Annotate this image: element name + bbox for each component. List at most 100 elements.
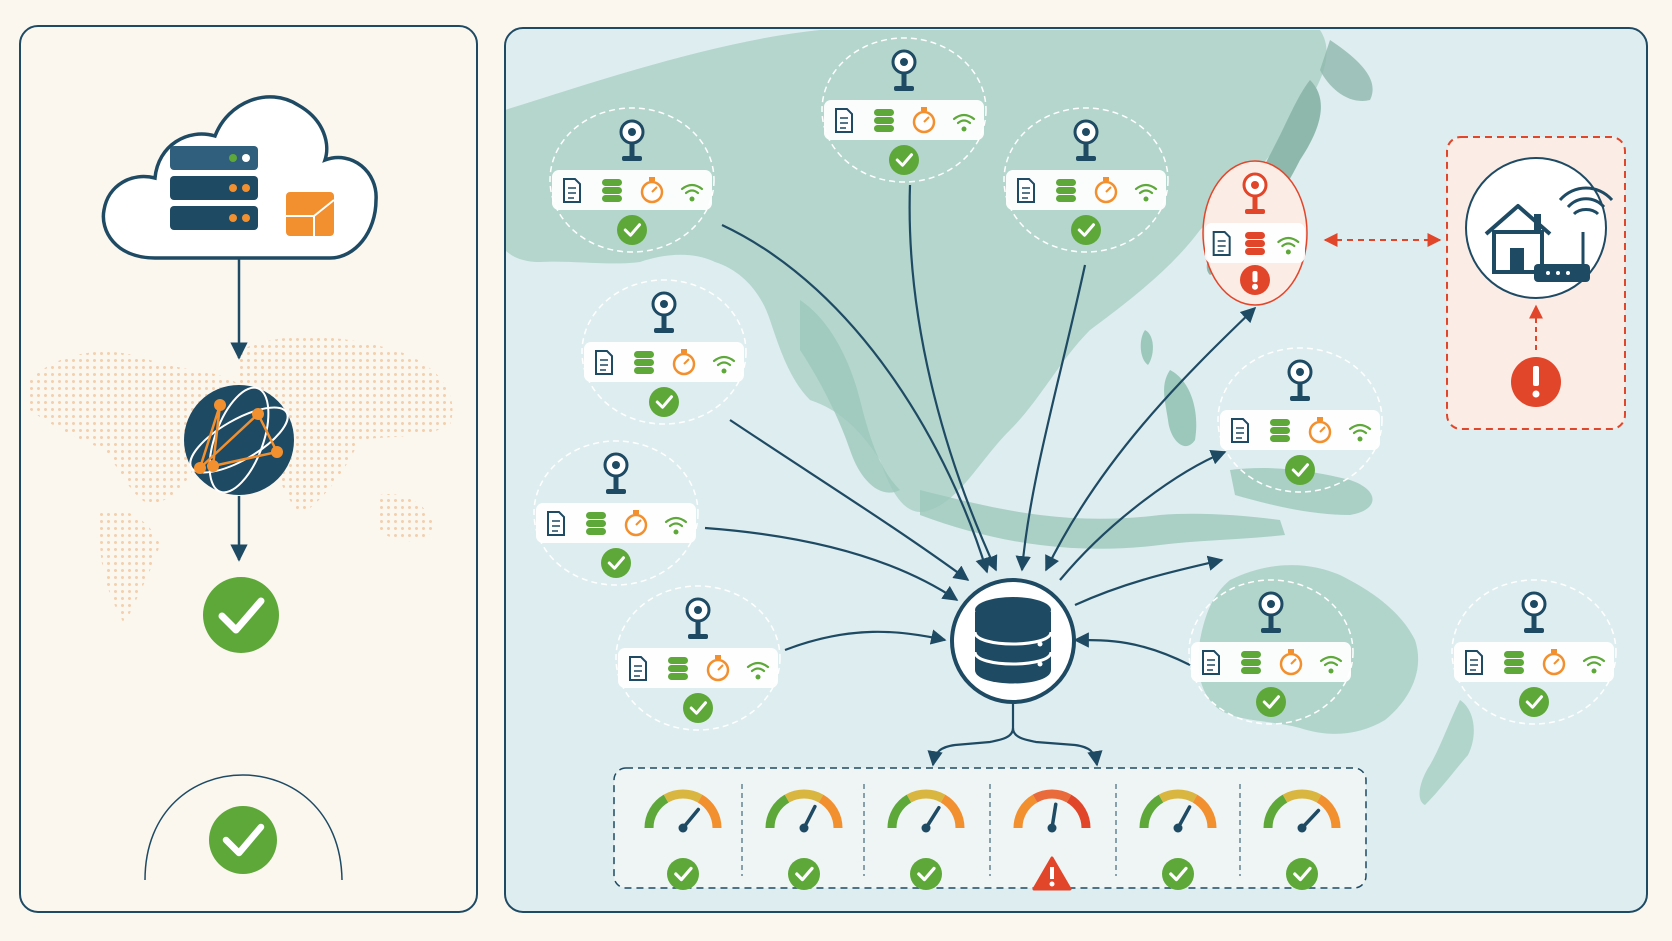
stopwatch-icon	[912, 107, 936, 134]
check-badge-icon	[209, 806, 277, 874]
probe-node[interactable]	[533, 440, 699, 586]
database-icon	[874, 109, 894, 132]
sensor-mast-icon	[685, 597, 711, 639]
probe-node[interactable]	[1188, 579, 1354, 725]
document-icon	[629, 656, 647, 681]
document-icon	[1017, 178, 1035, 203]
document-icon	[1465, 650, 1483, 675]
document-icon	[1231, 418, 1249, 443]
performance-gauge	[644, 789, 722, 890]
stopwatch-icon	[1542, 649, 1566, 676]
check-badge-icon	[667, 858, 699, 890]
left-panel	[19, 25, 478, 913]
wifi-icon	[680, 183, 704, 202]
wifi-icon	[952, 113, 976, 132]
sensor-mast-icon	[1287, 359, 1313, 401]
check-badge-icon	[601, 548, 631, 578]
sensor-mast-icon	[1073, 119, 1099, 161]
stopwatch-icon	[1279, 649, 1303, 676]
document-icon	[835, 108, 853, 133]
cloud-server-icon	[101, 95, 378, 260]
stopwatch-icon	[624, 510, 648, 537]
check-badge-icon	[617, 215, 647, 245]
global-network-node	[184, 385, 294, 495]
probe-node[interactable]	[615, 585, 781, 731]
alert-badge-icon	[1240, 265, 1270, 295]
database-icon	[1056, 179, 1076, 202]
probe-node[interactable]	[1451, 579, 1617, 725]
sensor-mast-icon	[1242, 172, 1268, 214]
probe-node[interactable]	[1217, 347, 1383, 493]
sensor-mast-icon	[891, 49, 917, 91]
check-badge-icon	[1071, 215, 1101, 245]
wifi-icon	[664, 516, 688, 535]
sensor-mast-icon	[651, 291, 677, 333]
check-badge-icon	[889, 145, 919, 175]
globe-network-icon	[184, 385, 294, 495]
dotted-world-map	[30, 336, 453, 625]
probe-nodes	[533, 37, 1617, 731]
wifi-icon	[1582, 655, 1606, 674]
check-badge-icon	[910, 858, 942, 890]
sensor-mast-icon	[603, 452, 629, 494]
stopwatch-icon	[640, 177, 664, 204]
stopwatch-icon	[1094, 177, 1118, 204]
warning-triangle-icon	[1032, 856, 1072, 891]
database-icon	[586, 512, 606, 535]
wifi-icon	[1134, 183, 1158, 202]
check-badge-icon	[1285, 455, 1315, 485]
database-hub-icon	[973, 597, 1053, 684]
cloud-server-node	[101, 95, 378, 260]
stopwatch-icon	[672, 349, 696, 376]
performance-gauge	[765, 789, 843, 890]
alert-badge-icon	[1511, 357, 1561, 407]
wifi-icon	[1319, 655, 1343, 674]
flow-connectors	[704, 184, 1257, 767]
central-database-hub[interactable]	[950, 578, 1076, 704]
database-icon	[634, 351, 654, 374]
sensor-mast-icon	[1521, 591, 1547, 633]
performance-gauge	[1263, 789, 1341, 890]
database-icon	[1504, 651, 1524, 674]
home-router-icon	[1484, 186, 1614, 282]
coverage-arc	[144, 774, 343, 881]
check-badge-icon	[1256, 687, 1286, 717]
document-icon	[595, 350, 613, 375]
check-badge-icon	[683, 693, 713, 723]
check-badge-icon	[649, 387, 679, 417]
performance-gauge	[887, 789, 965, 890]
database-icon	[602, 179, 622, 202]
document-icon	[1202, 650, 1220, 675]
probe-node[interactable]	[1003, 107, 1169, 253]
alert-site-panel[interactable]	[1446, 136, 1626, 430]
document-icon	[563, 178, 581, 203]
probe-node[interactable]	[581, 279, 747, 425]
check-badge-icon	[788, 858, 820, 890]
wifi-icon	[712, 355, 736, 374]
check-badge-icon	[1519, 687, 1549, 717]
sensor-mast-icon	[619, 119, 645, 161]
performance-gauge	[1139, 789, 1217, 890]
document-icon	[1212, 231, 1231, 256]
pipeline-result	[203, 577, 279, 653]
check-badge-icon	[1286, 858, 1318, 890]
wifi-icon	[1277, 236, 1300, 255]
check-badge-icon	[203, 577, 279, 653]
database-icon	[1241, 651, 1261, 674]
stopwatch-icon	[1308, 417, 1332, 444]
wifi-icon	[1348, 423, 1372, 442]
probe-node[interactable]	[549, 107, 715, 253]
gauge-strip	[613, 767, 1367, 891]
sensor-mast-icon	[1258, 591, 1284, 633]
database-icon	[1270, 419, 1290, 442]
wifi-icon	[746, 661, 770, 680]
database-icon	[1245, 232, 1265, 255]
document-icon	[547, 511, 565, 536]
stopwatch-icon	[706, 655, 730, 682]
probe-node[interactable]	[821, 37, 987, 183]
probe-node[interactable]	[1202, 160, 1308, 306]
performance-gauge	[1013, 789, 1091, 891]
check-badge-icon	[1162, 858, 1194, 890]
database-icon	[668, 657, 688, 680]
